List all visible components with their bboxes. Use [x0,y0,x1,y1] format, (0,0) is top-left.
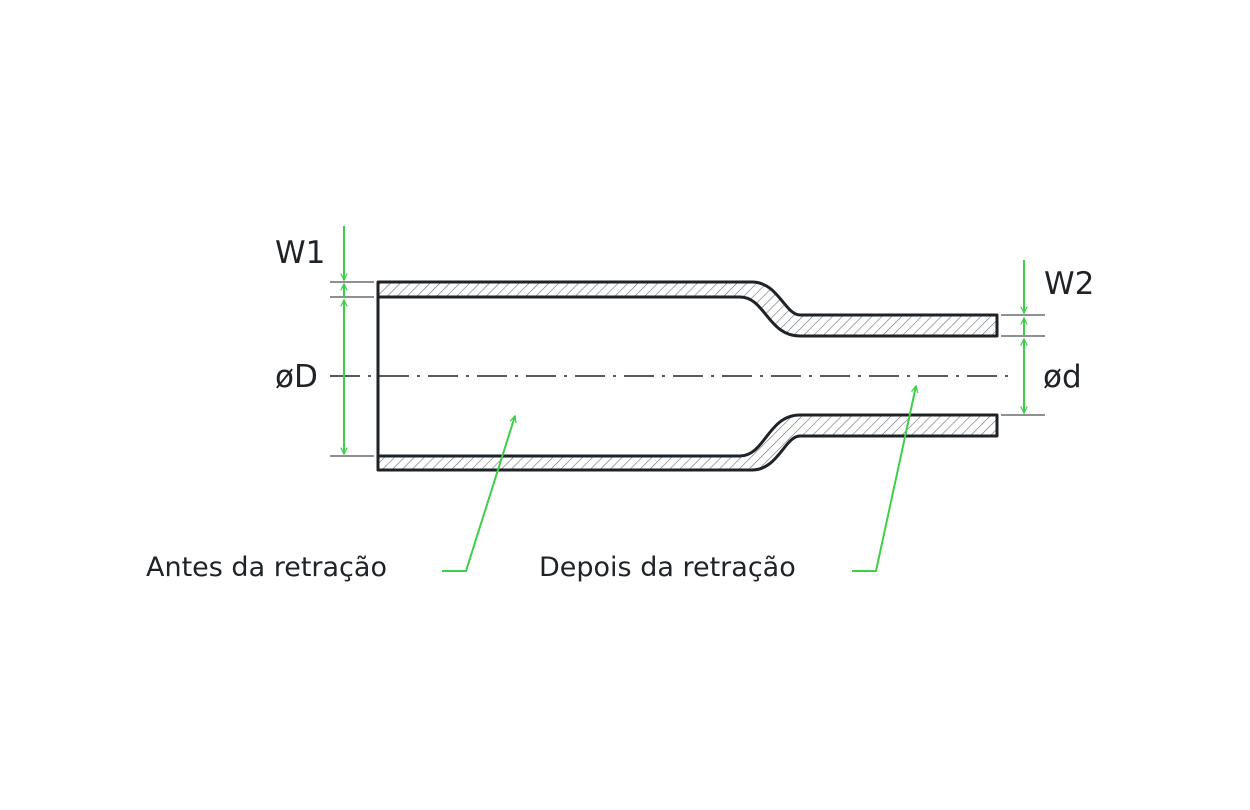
w1-label: W1 [275,235,325,271]
small-diameter-label: ød [1043,359,1082,395]
after-caption: Depois da retração [539,552,796,583]
before-leader-line [442,416,515,572]
big-diameter-label: øD [275,359,318,395]
after-leader-line [852,386,916,572]
tube-lower-wall [376,413,999,472]
w2-label: W2 [1044,266,1094,302]
tube-upper-wall [376,280,999,338]
before-caption: Antes da retração [146,552,387,583]
